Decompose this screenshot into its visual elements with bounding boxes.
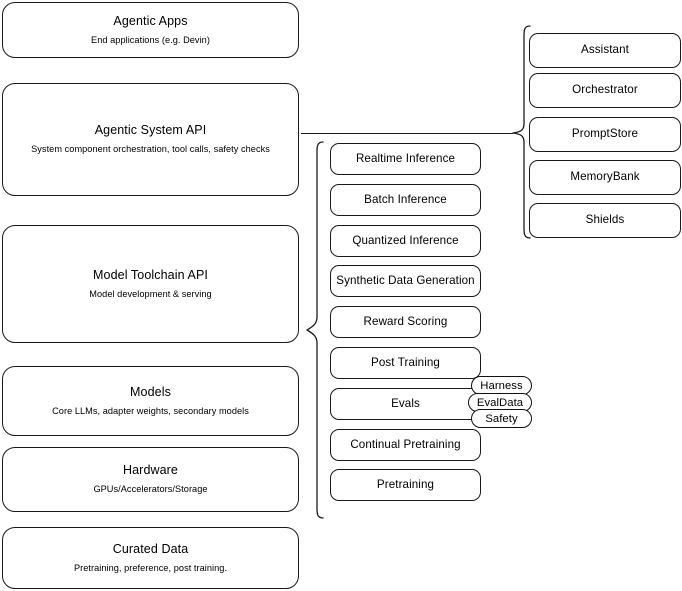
layer-subtitle: System component orchestration, tool cal… [31, 144, 270, 155]
system-component-promptstore[interactable]: PromptStore [529, 117, 681, 152]
system-component-orchestrator[interactable]: Orchestrator [529, 73, 681, 108]
layer-subtitle: GPUs/Accelerators/Storage [93, 484, 208, 495]
toolchain-component-synthetic-data-generation[interactable]: Synthetic Data Generation [330, 265, 481, 297]
chip-label: Orchestrator [572, 83, 638, 97]
chip-label: Pretraining [376, 477, 435, 491]
chip-label: Quantized Inference [352, 233, 459, 247]
connector-line-system-api-to-components [301, 133, 513, 134]
chip-label: Evals [391, 396, 420, 410]
chip-label: Batch Inference [364, 192, 447, 206]
toolchain-component-post-training[interactable]: Post Training [330, 347, 481, 379]
layer-title: Agentic Apps [113, 13, 188, 28]
stack-layer-models[interactable]: Models Core LLMs, adapter weights, secon… [2, 366, 299, 436]
toolchain-component-pretraining[interactable]: Pretraining [330, 469, 481, 501]
layer-title: Models [130, 384, 171, 399]
pill-label: EvalData [476, 396, 524, 409]
system-component-memorybank[interactable]: MemoryBank [529, 160, 681, 195]
evals-subcomponent-safety[interactable]: Safety [471, 409, 532, 428]
chip-label: Assistant [581, 43, 629, 57]
layer-subtitle: End applications (e.g. Devin) [91, 34, 210, 45]
stack-layer-model-toolchain-api[interactable]: Model Toolchain API Model development & … [2, 225, 299, 343]
toolchain-component-continual-pretraining[interactable]: Continual Pretraining [330, 429, 481, 461]
toolchain-component-realtime-inference[interactable]: Realtime Inference [330, 143, 481, 175]
chip-label: PromptStore [571, 127, 639, 141]
chip-label: MemoryBank [570, 170, 640, 184]
layer-title: Agentic System API [94, 123, 207, 138]
chip-label: Realtime Inference [355, 151, 456, 165]
stack-layer-agentic-system-api[interactable]: Agentic System API System component orch… [2, 83, 299, 196]
brace-system-components [511, 25, 531, 239]
chip-label: Synthetic Data Generation [336, 273, 475, 287]
layer-subtitle: Pretraining, preference, post training. [73, 562, 228, 573]
system-component-assistant[interactable]: Assistant [529, 33, 681, 68]
layer-subtitle: Core LLMs, adapter weights, secondary mo… [52, 405, 249, 416]
evals-subcomponent-evaldata[interactable]: EvalData [468, 393, 532, 412]
layer-subtitle: Model development & serving [89, 288, 212, 299]
layer-title: Model Toolchain API [93, 267, 208, 282]
chip-label: Shields [585, 213, 625, 227]
toolchain-component-quantized-inference[interactable]: Quantized Inference [330, 225, 481, 257]
chip-label: Continual Pretraining [350, 437, 461, 451]
stack-layer-hardware[interactable]: Hardware GPUs/Accelerators/Storage [2, 447, 299, 512]
toolchain-component-reward-scoring[interactable]: Reward Scoring [330, 306, 481, 338]
pill-label: Harness [480, 379, 523, 392]
chip-label: Post Training [371, 355, 440, 369]
pill-label: Safety [485, 412, 518, 425]
layer-title: Hardware [123, 463, 178, 478]
toolchain-component-batch-inference[interactable]: Batch Inference [330, 184, 481, 216]
system-component-shields[interactable]: Shields [529, 203, 681, 238]
layer-title: Curated Data [112, 541, 189, 556]
brace-toolchain-components [305, 141, 325, 519]
stack-layer-agentic-apps[interactable]: Agentic Apps End applications (e.g. Devi… [2, 2, 299, 58]
stack-layer-curated-data[interactable]: Curated Data Pretraining, preference, po… [2, 527, 299, 589]
toolchain-component-evals[interactable]: Evals [330, 388, 481, 420]
chip-label: Reward Scoring [363, 314, 448, 328]
